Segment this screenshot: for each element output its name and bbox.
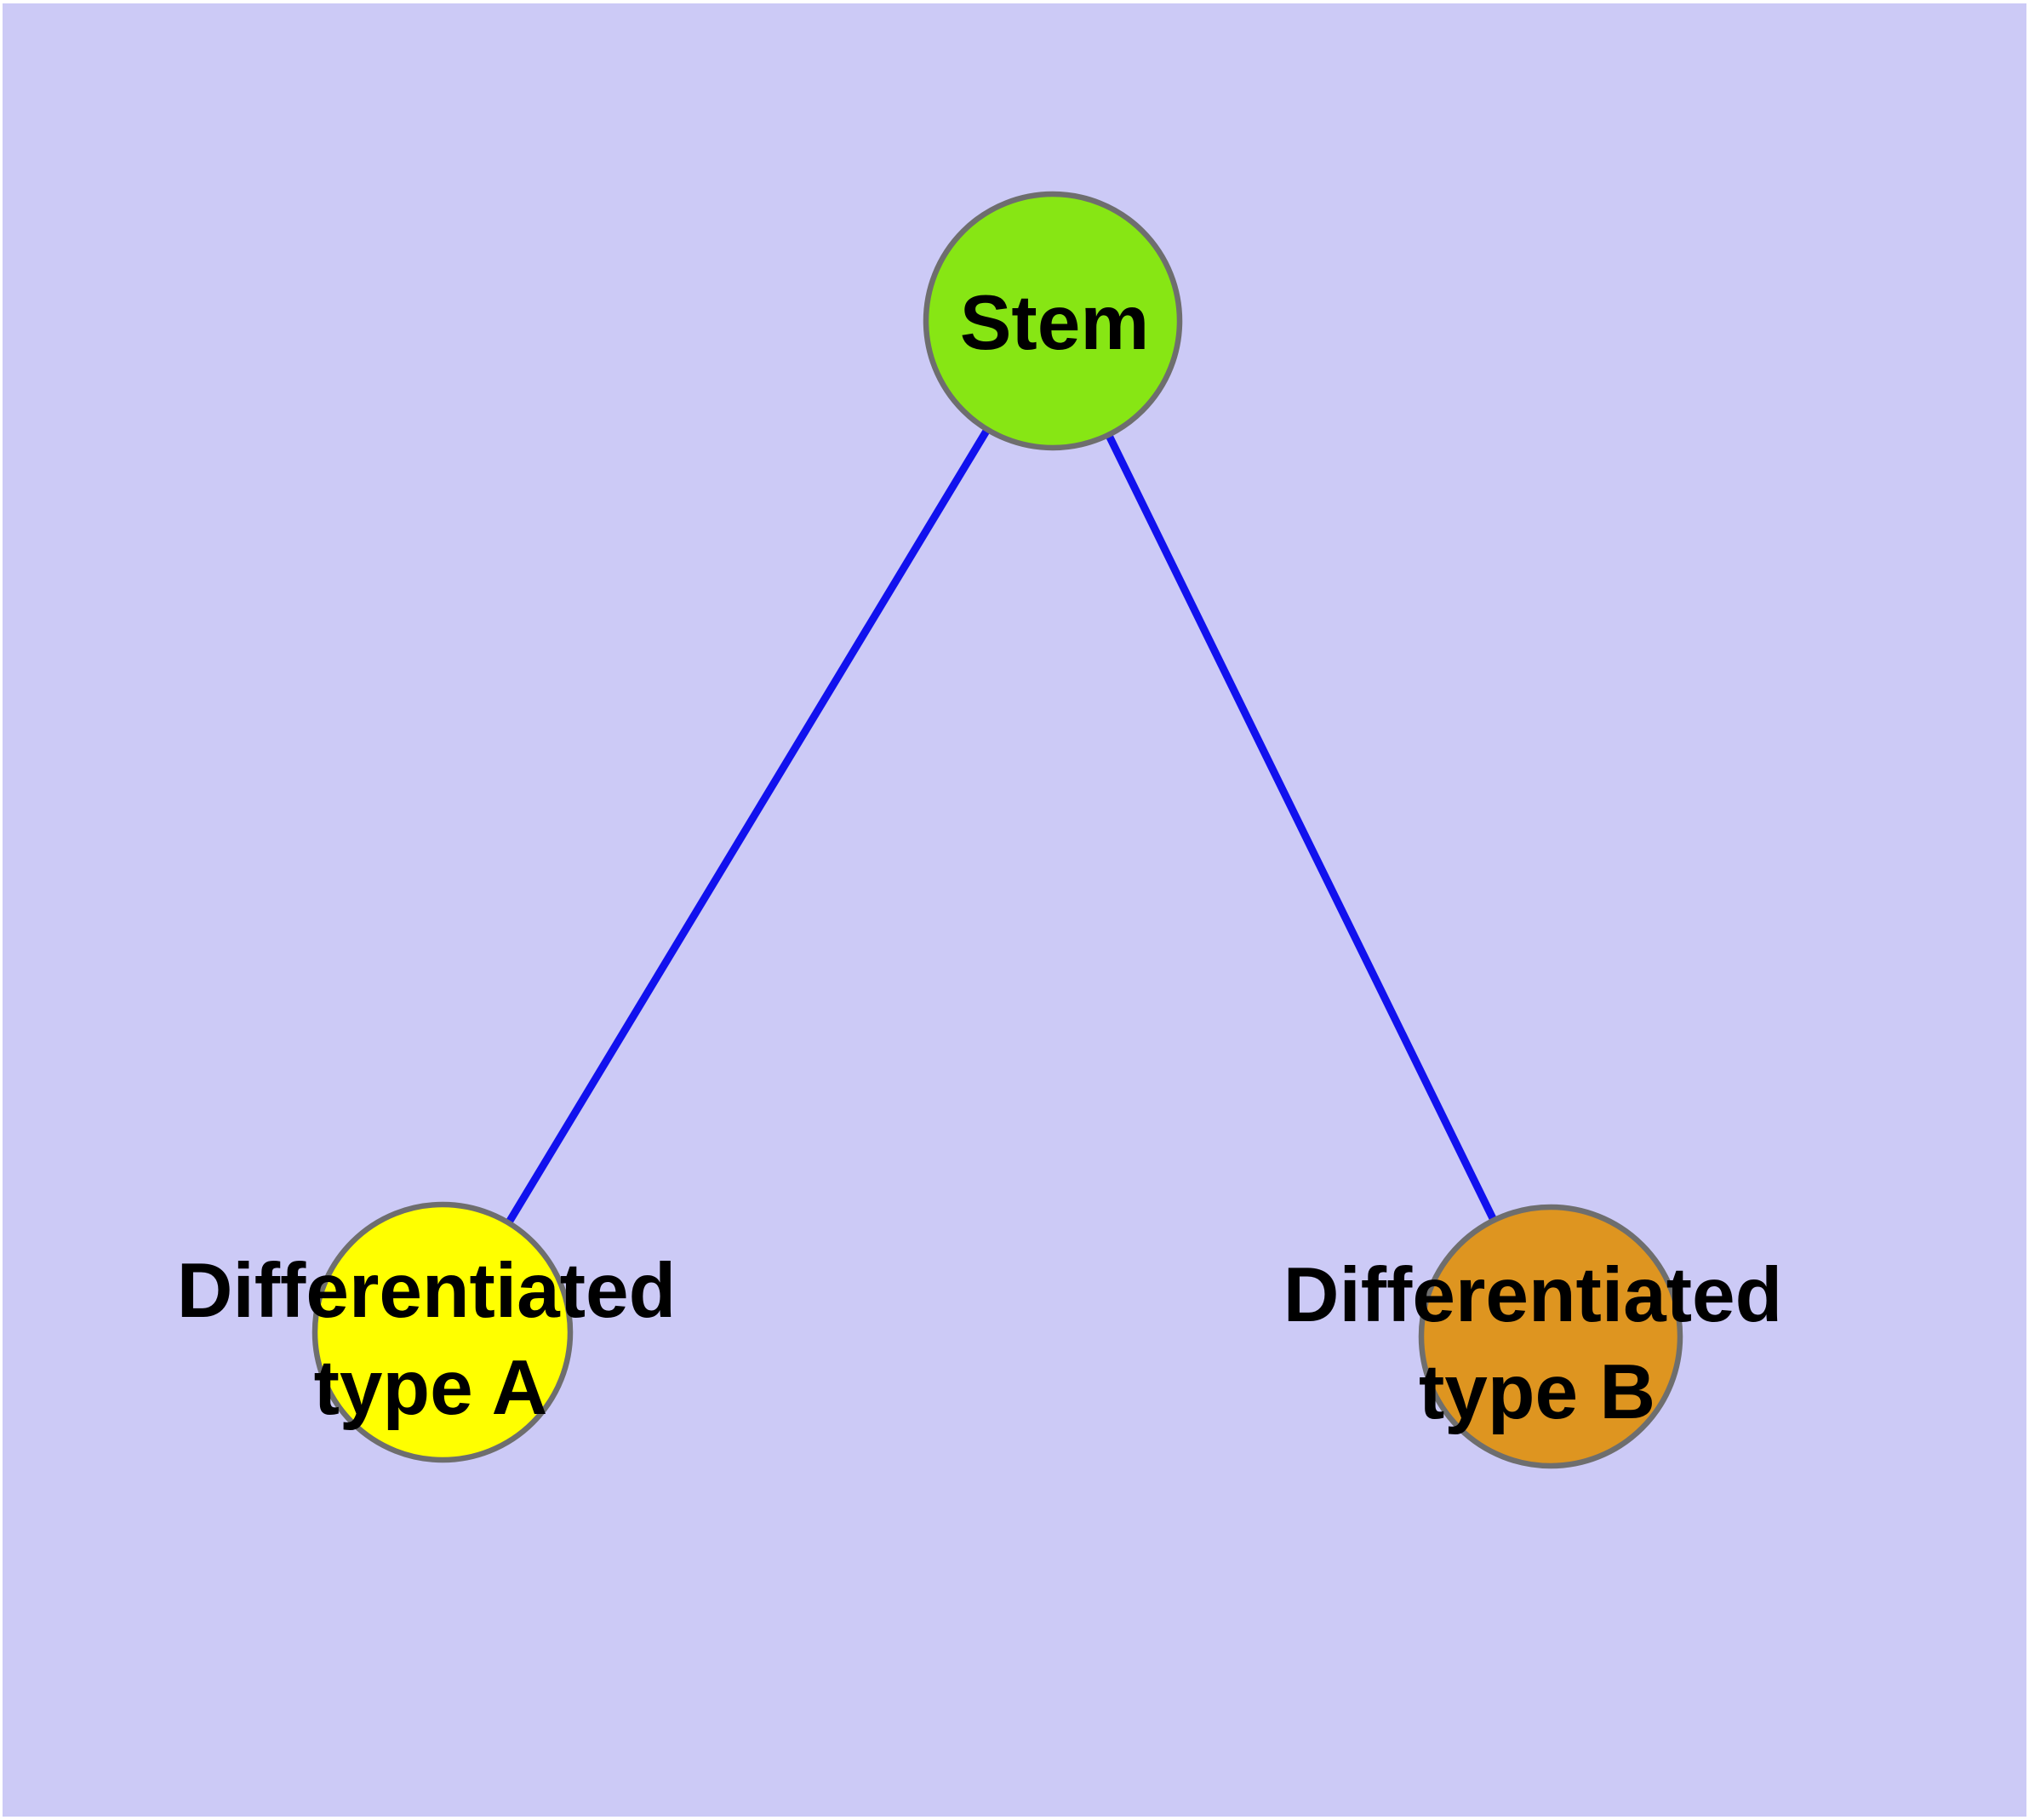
node-type-a-label-line2: type A — [314, 1345, 548, 1431]
node-differentiated-type-a — [311, 1201, 574, 1463]
node-type-b-label-line1: Differentiated — [1283, 1252, 1783, 1338]
edge-stem-to-type-a — [439, 318, 1056, 1335]
node-stem — [923, 191, 1183, 451]
node-type-b-label-line2: type B — [1419, 1349, 1655, 1435]
node-stem-label: Stem — [960, 280, 1150, 366]
node-differentiated-type-b — [1418, 1204, 1683, 1469]
node-type-a-label-line1: Differentiated — [177, 1248, 677, 1334]
edge-stem-to-type-b — [1049, 319, 1555, 1338]
